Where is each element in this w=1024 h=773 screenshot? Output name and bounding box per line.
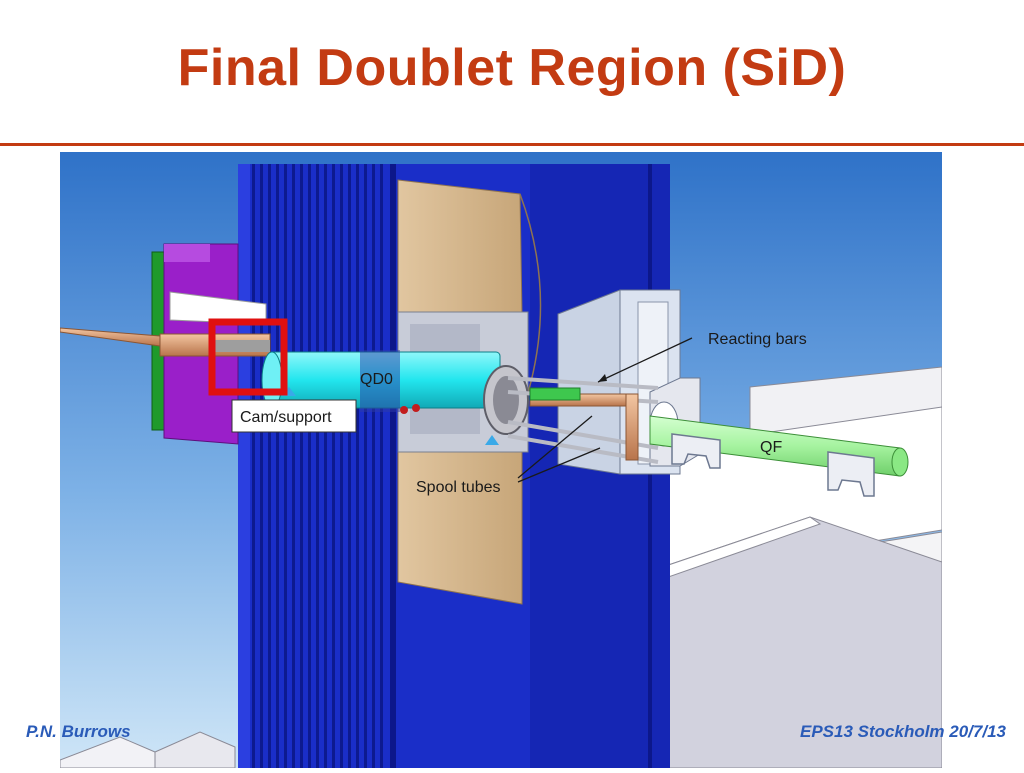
engineering-illustration: Reacting bars QD0 Cam/support Spool tube… [59, 152, 943, 769]
flange-ring [483, 365, 529, 435]
qf-support [671, 433, 875, 497]
callout-reacting-bars: Reacting bars [597, 331, 807, 383]
footer-event: EPS13 Stockholm 20/7/13 [800, 722, 1006, 741]
footer-author: P.N. Burrows [26, 722, 131, 741]
callout-cam-support: Cam/support [231, 399, 357, 433]
qd0-magnet [261, 350, 501, 412]
fastener [412, 404, 420, 412]
slide-title: Final Doublet Region (SiD) [177, 39, 847, 97]
label-qd0: QD0 [360, 371, 393, 388]
label-reacting-bars: Reacting bars [708, 331, 807, 348]
callout-spool-tubes: Spool tubes [416, 415, 601, 496]
fastener [400, 406, 408, 414]
spool-tubes [529, 387, 639, 461]
support-marker-right [485, 435, 499, 445]
label-spool-tubes: Spool tubes [416, 479, 501, 496]
label-cam-support: Cam/support [240, 409, 332, 426]
title-divider [0, 143, 1024, 146]
label-qf: QF [760, 439, 782, 456]
highlight-box [208, 318, 288, 396]
